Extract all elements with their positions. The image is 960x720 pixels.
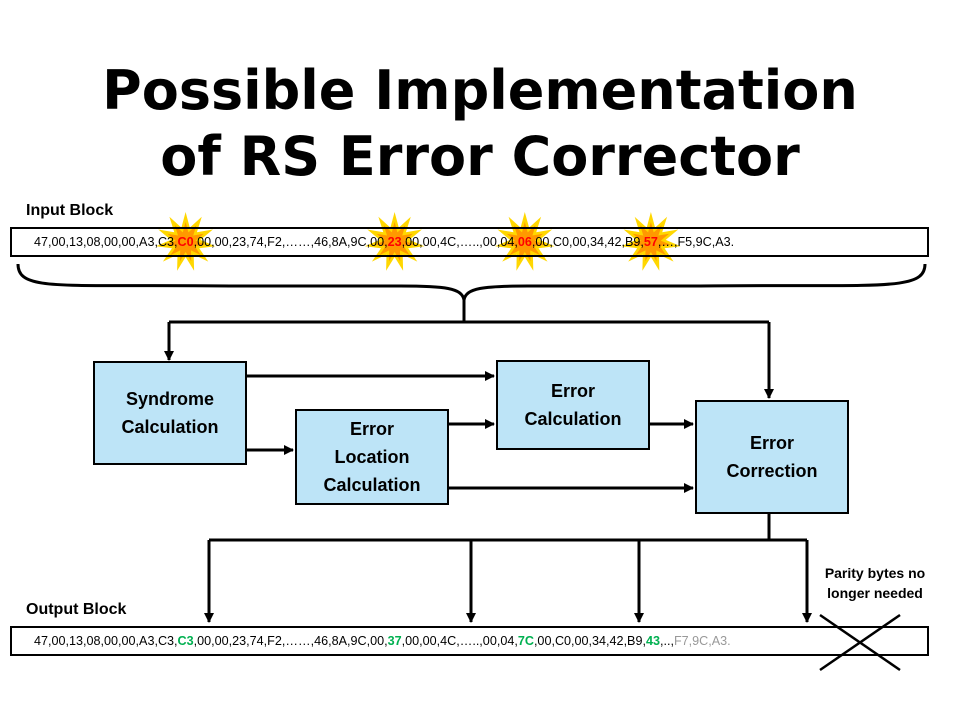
corrected-byte: C3 xyxy=(177,634,194,648)
corrected-byte: 37 xyxy=(387,634,402,648)
error-calculation-label: Error Calculation xyxy=(524,381,622,429)
input-block-label: Input Block xyxy=(26,202,114,219)
error-correction-label: Error Correction xyxy=(726,433,818,481)
syndrome-calculation-box: Syndrome Calculation xyxy=(93,361,247,465)
error-calculation-box: Error Calculation xyxy=(496,360,650,450)
title-line-1: Possible Implementation xyxy=(102,59,858,122)
error-byte: C0 xyxy=(177,235,194,249)
error-correction-box: Error Correction xyxy=(695,400,849,514)
byte-run: 47,00,13,08,00,00,A3,C3, xyxy=(34,235,178,249)
byte-run: ,00,00,4C,…..,00,04, xyxy=(401,235,518,249)
corrected-byte: 7C xyxy=(517,634,534,648)
byte-run: ,00,00,4C,…..,00,04, xyxy=(401,634,518,648)
discarded-parity-bytes: F7,9C,A3. xyxy=(673,634,731,648)
input-block-bytes: 47,00,13,08,00,00,A3,C3,C0,00,00,23,74,F… xyxy=(10,227,929,257)
error-byte: 23 xyxy=(387,235,402,249)
corrected-byte: 43 xyxy=(645,634,660,648)
error-byte: 06 xyxy=(517,235,532,249)
error-location-calculation-label: Error Location Calculation xyxy=(323,419,421,495)
error-starburst-core-icon xyxy=(374,222,415,262)
byte-run: ,00,C0,00,34,42,B9, xyxy=(531,235,644,249)
title-line-2: of RS Error Corrector xyxy=(160,125,800,188)
output-block-bytes: 47,00,13,08,00,00,A3,C3,C3,00,00,23,74,F… xyxy=(10,626,929,656)
output-block-label: Output Block xyxy=(26,601,127,618)
byte-run: ,00,00,23,74,F2,……,46,8A,9C,00, xyxy=(193,634,388,648)
error-starburst-core-icon xyxy=(505,222,545,262)
syndrome-calculation-label: Syndrome Calculation xyxy=(121,389,219,437)
byte-run: 47,00,13,08,00,00,A3,C3, xyxy=(34,634,178,648)
error-location-calculation-box: Error Location Calculation xyxy=(295,409,449,505)
byte-run: ,…,F5,9C,A3. xyxy=(657,235,735,249)
byte-run: ,.., xyxy=(659,634,674,648)
parity-note: Parity bytes no longer needed xyxy=(824,565,926,601)
error-starburst-core-icon xyxy=(631,222,671,262)
error-byte: 57 xyxy=(643,235,658,249)
error-starburst-core-icon xyxy=(165,222,206,262)
byte-run: ,00,C0,00,34,42,B9, xyxy=(533,634,646,648)
slide-title: Possible Implementation of RS Error Corr… xyxy=(0,58,960,190)
byte-run: ,00,00,23,74,F2,……,46,8A,9C,00, xyxy=(193,235,388,249)
